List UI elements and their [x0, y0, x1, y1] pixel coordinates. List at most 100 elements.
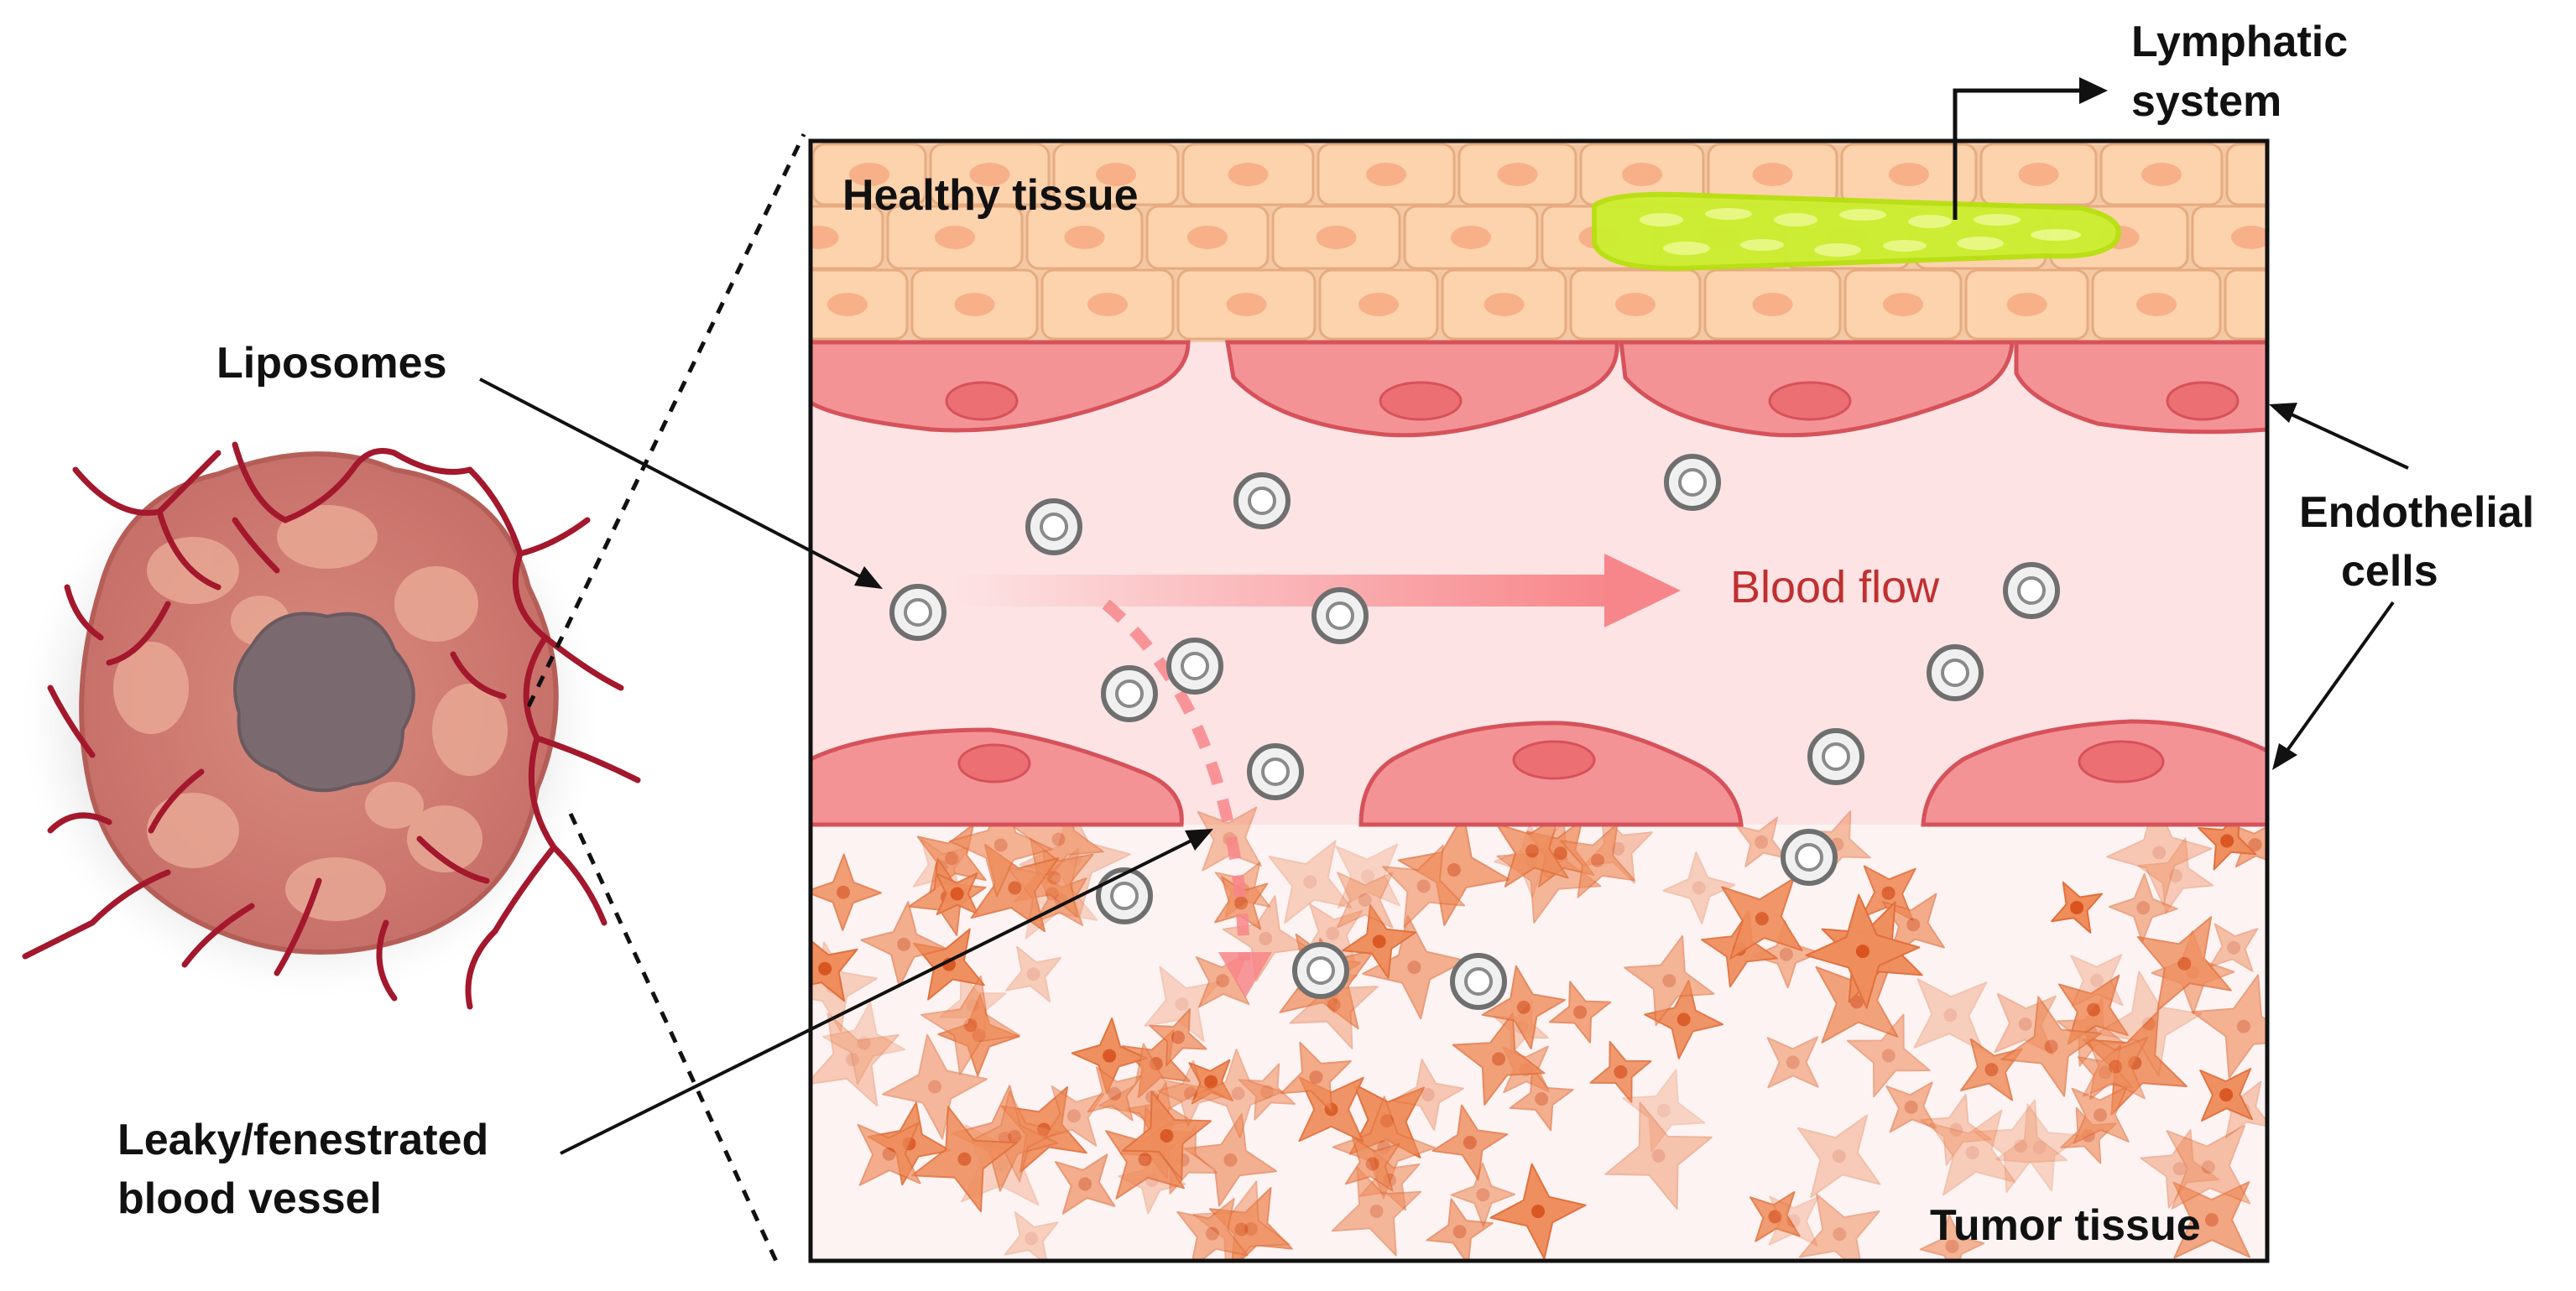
- liposome: [1101, 665, 1158, 722]
- tumor-cell: [811, 939, 858, 1002]
- tumor-cell: [1509, 1066, 1574, 1132]
- zoom-panel: [811, 141, 2313, 1261]
- top-endothelial-layer: [811, 340, 2267, 438]
- tumor-cell: [2058, 974, 2129, 1045]
- liposome: [1927, 644, 1984, 701]
- healthy-cell: [811, 205, 884, 270]
- liposomes-pointer: [479, 377, 872, 584]
- tumor-cell: [1548, 981, 1612, 1044]
- tumor-cell: [1450, 1162, 1515, 1227]
- tumor-cell: [2191, 974, 2267, 1079]
- tumor-cell: [1431, 1104, 1509, 1181]
- bottom-endothelial-layer: [811, 719, 2267, 827]
- tumor-cell: [1920, 1094, 1993, 1166]
- liposome: [1247, 743, 1304, 800]
- healthy-cell-nucleus: [1228, 163, 1269, 186]
- healthy-cell-nucleus: [2272, 293, 2313, 316]
- healthy-cell-nucleus: [1087, 293, 1128, 316]
- tumor-cell: [1087, 1066, 1142, 1122]
- healthy-cell-nucleus: [1497, 163, 1538, 186]
- healthy-cell-nucleus: [2141, 163, 2182, 186]
- tumor-cell: [1604, 1101, 1713, 1210]
- tumor-cell: [1749, 1191, 1801, 1242]
- tumor-cell: [1489, 1163, 1587, 1260]
- healthy-cell-nucleus: [969, 163, 1010, 186]
- tumor-cell: [1149, 1008, 1207, 1067]
- tumor-cell: [1662, 851, 1736, 924]
- healthy-cells: [811, 143, 2313, 341]
- zoom-lines: [526, 133, 806, 1268]
- liposome: [1292, 942, 1349, 999]
- tumor-cell: [1005, 945, 1061, 1002]
- tumor-cell: [1280, 1041, 1352, 1113]
- healthy-cell-nucleus: [2136, 293, 2177, 316]
- tumor-cell: [1805, 893, 1921, 1009]
- blood-flow-arrow: [957, 554, 1681, 627]
- tumor-cell: [1391, 1059, 1464, 1131]
- tumor-cell: [1055, 1153, 1116, 1215]
- endothelial-label-line1: Endothelial: [2299, 488, 2534, 537]
- tumor-cell: [1214, 876, 1269, 930]
- tumor-cell: [860, 901, 947, 988]
- leaky-vessel-pointer: [560, 836, 1199, 1155]
- tumor-cell: [1622, 1069, 1706, 1153]
- tumor-cell: [2051, 881, 2103, 934]
- tumor-cell: [1624, 934, 1715, 1027]
- tumor-cell: [2095, 971, 2203, 1077]
- endothelial-pointer-bottom: [2282, 601, 2395, 757]
- tumor-cell: [1342, 904, 1416, 979]
- tumor-cell: [1382, 844, 1466, 928]
- healthy-cell: [2224, 268, 2267, 341]
- tumor-cell: [920, 975, 1020, 1075]
- liposome: [1450, 953, 1507, 1010]
- leaky-vessel-arrowhead: [1185, 829, 1213, 851]
- tumor-cell: [1885, 1081, 1937, 1133]
- tumor-cell: [1847, 1013, 1931, 1098]
- tumor-cell: [1768, 1195, 1819, 1247]
- endothelial-label-line2: cells: [2341, 547, 2438, 596]
- tumor-cell: [1919, 1214, 1985, 1261]
- healthy-tissue-label: Healthy tissue: [842, 171, 1139, 220]
- tumor-cell: [2106, 799, 2213, 906]
- liposome: [1166, 638, 1223, 695]
- healthy-cell-nucleus: [1451, 226, 1491, 249]
- tumor-cell: [1071, 1018, 1148, 1095]
- healthy-cell-nucleus: [1484, 293, 1525, 316]
- tumor-cell: [1344, 1136, 1400, 1192]
- tumor-cell: [1121, 1091, 1212, 1181]
- healthy-cell-nucleus: [1615, 293, 1656, 316]
- endothelial-arrowhead-top: [2269, 403, 2297, 423]
- tumor-cell: [2083, 1033, 2149, 1100]
- tumor-cell: [1797, 1114, 1881, 1198]
- liposome: [2003, 562, 2060, 619]
- tumor-cell: [1766, 1036, 1819, 1089]
- healthy-cell-nucleus: [849, 163, 889, 186]
- liposomes: [889, 454, 2060, 1010]
- tumor-cell: [1337, 872, 1394, 929]
- healthy-cell-nucleus: [1752, 163, 1793, 186]
- tumor-cell: [1331, 1166, 1422, 1257]
- tumor-cell: [1589, 1040, 1652, 1103]
- tumor-cell: [2136, 916, 2232, 1012]
- blood-flow-label: Blood flow: [1730, 562, 1940, 612]
- tumor-illustration: [21, 436, 641, 1010]
- tumor-cell: [1004, 1211, 1059, 1261]
- lymphatic-pointer: [1953, 88, 2081, 220]
- tumor-cell: [1268, 840, 1353, 924]
- liposome: [1311, 587, 1369, 644]
- lymphatic-label-line1: Lymphatic: [2131, 18, 2348, 66]
- healthy-cell-nucleus: [1064, 226, 1105, 249]
- tumor-cell: [936, 872, 979, 916]
- liposome: [1807, 728, 1864, 785]
- tumor-cell: [1222, 895, 1309, 982]
- tumor-cell: [1006, 848, 1098, 940]
- healthy-cell-nucleus: [954, 293, 995, 316]
- healthy-cell: [2225, 143, 2267, 206]
- tumor-cell: [822, 1002, 905, 1085]
- liposomes-arrowhead: [854, 566, 883, 589]
- tumor-cell: [911, 1106, 1018, 1213]
- healthy-cell-nucleus: [2231, 226, 2267, 249]
- liposome: [1233, 472, 1291, 529]
- healthy-cell-nucleus: [827, 293, 868, 316]
